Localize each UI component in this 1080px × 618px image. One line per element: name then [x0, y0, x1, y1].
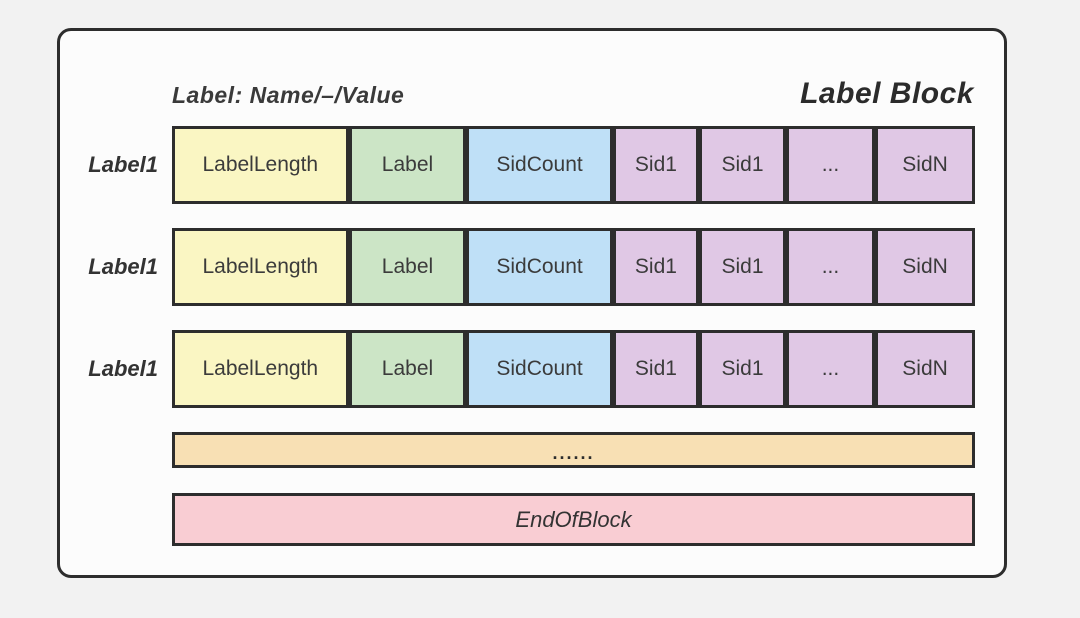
segment-label: Label — [348, 330, 467, 408]
segment-labellength: LabelLength — [172, 330, 349, 408]
segmented-bar: LabelLength Label SidCount Sid1 Sid1 ...… — [172, 126, 975, 204]
segment-sid-ellipsis: ... — [785, 228, 876, 306]
segment-label: Label — [348, 126, 467, 204]
segment-sidcount: SidCount — [466, 126, 613, 204]
segment-sid-ellipsis: ... — [785, 126, 876, 204]
segmented-bar: LabelLength Label SidCount Sid1 Sid1 ...… — [172, 228, 975, 306]
row-label-column: Label1 — [60, 228, 172, 306]
segment-sid1-b: Sid1 — [699, 330, 786, 408]
segment-sid-ellipsis: ... — [785, 330, 876, 408]
segment-sid1: Sid1 — [612, 228, 700, 306]
segment-sid1: Sid1 — [612, 330, 700, 408]
segment-sidn: SidN — [875, 330, 975, 408]
segment-sid1: Sid1 — [612, 126, 700, 204]
continuation-row: ...... — [60, 432, 975, 468]
end-of-block-row: EndOfBlock — [60, 493, 975, 546]
segment-sidcount: SidCount — [466, 228, 613, 306]
segment-labellength: LabelLength — [172, 228, 349, 306]
segment-sid1-b: Sid1 — [699, 126, 786, 204]
segment-label: Label — [348, 228, 467, 306]
end-of-block-bar: EndOfBlock — [172, 493, 975, 546]
segment-labellength: LabelLength — [172, 126, 349, 204]
segmented-bar: LabelLength Label SidCount Sid1 Sid1 ...… — [172, 330, 975, 408]
row-label: Label1 — [88, 254, 158, 279]
label-entry-row: Label1 LabelLength Label SidCount Sid1 S… — [60, 228, 975, 306]
row-label-column — [60, 432, 172, 468]
label-block-card: Label: Name/–/Value Label Block Label1 L… — [57, 28, 1007, 578]
segment-sidn: SidN — [875, 126, 975, 204]
label-entry-row: Label1 LabelLength Label SidCount Sid1 S… — [60, 330, 975, 408]
continuation-bar: ...... — [172, 432, 975, 468]
label-entry-row: Label1 LabelLength Label SidCount Sid1 S… — [60, 126, 975, 204]
segment-sidcount: SidCount — [466, 330, 613, 408]
row-label: Label1 — [88, 356, 158, 381]
row-label: Label1 — [88, 152, 158, 177]
segment-sid1-b: Sid1 — [699, 228, 786, 306]
segment-sidn: SidN — [875, 228, 975, 306]
row-label-column — [60, 493, 172, 546]
block-title: Label Block — [800, 77, 974, 110]
card-header: Label: Name/–/Value Label Block — [60, 31, 1004, 126]
field-spec-caption: Label: Name/–/Value — [172, 82, 405, 108]
row-label-column: Label1 — [60, 126, 172, 204]
row-label-column: Label1 — [60, 330, 172, 408]
